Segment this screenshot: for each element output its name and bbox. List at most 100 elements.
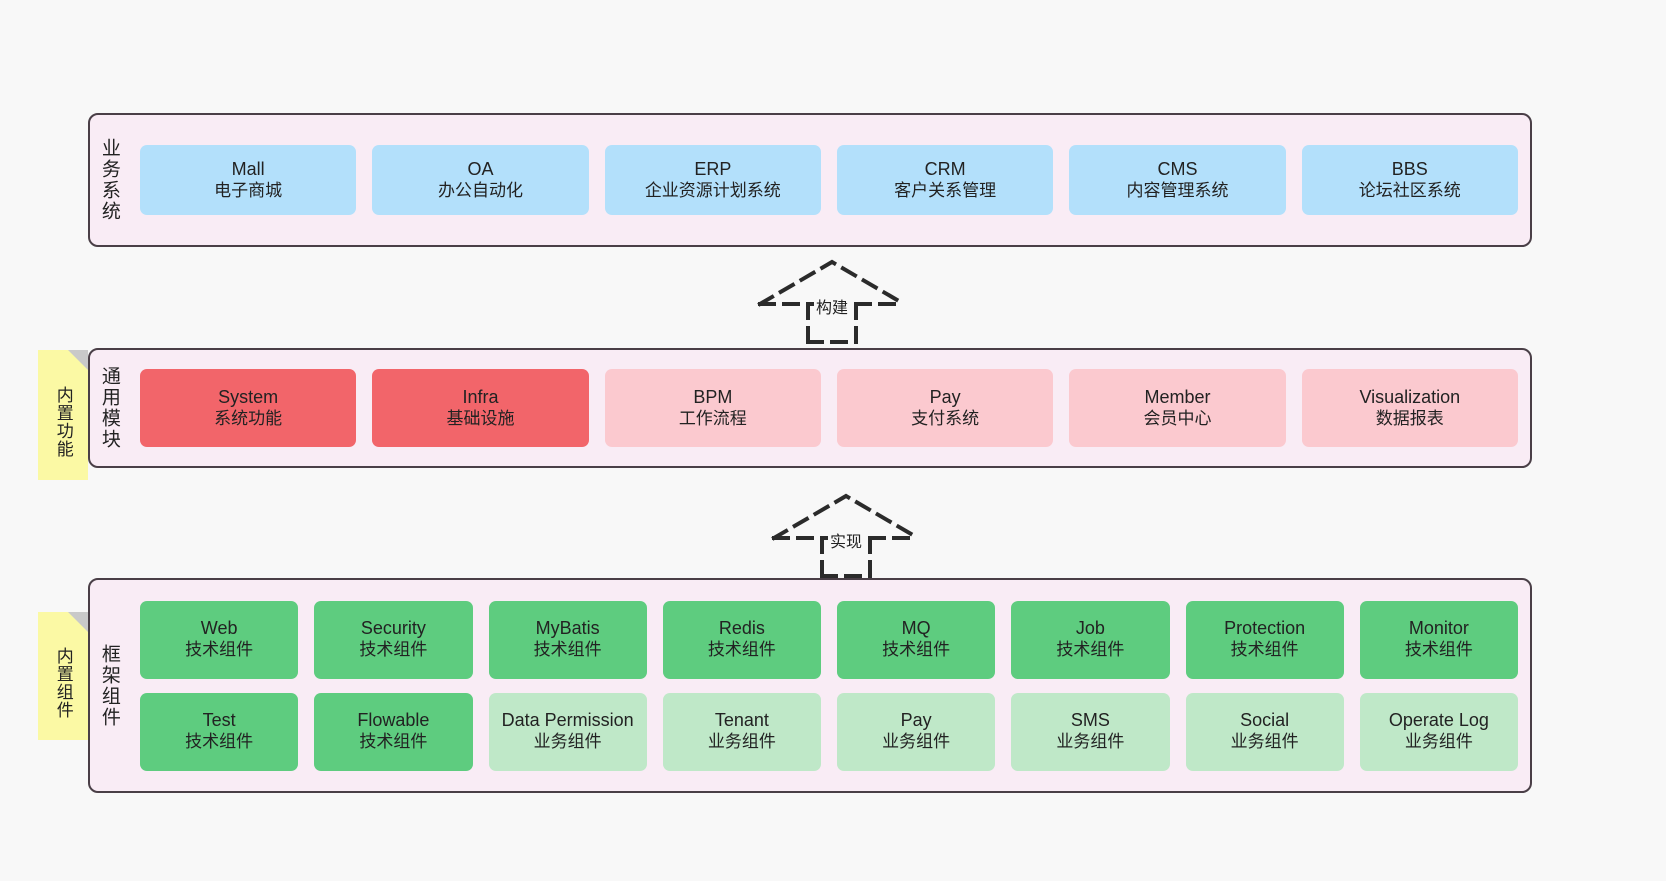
node-subtitle: 论坛社区系统 <box>1358 180 1461 200</box>
node-redis[interactable]: Redis 技术组件 <box>662 600 821 679</box>
node-subtitle: 业务组件 <box>707 732 776 752</box>
node-subtitle: 系统功能 <box>214 408 283 428</box>
node-subtitle: 技术组件 <box>1230 640 1299 660</box>
framework-tech-row: Web 技术组件 Security 技术组件 MyBatis 技术组件 Redi… <box>140 600 1518 679</box>
node-subtitle: 业务组件 <box>882 732 951 752</box>
node-cms[interactable]: CMS 内容管理系统 <box>1069 145 1286 215</box>
arrow-implement: 实现 <box>766 490 926 578</box>
node-title: Flowable <box>357 710 430 731</box>
node-title: Mall <box>231 158 265 179</box>
node-subtitle: 工作流程 <box>678 408 747 428</box>
arrow-build-label: 构建 <box>814 294 851 318</box>
sticky-note-builtin-components: 内置组件 <box>38 612 88 740</box>
node-subtitle: 业务组件 <box>1056 732 1125 752</box>
node-bpm[interactable]: BPM 工作流程 <box>604 369 821 447</box>
node-title: ERP <box>694 158 732 179</box>
node-mall[interactable]: Mall 电子商城 <box>140 145 357 215</box>
node-title: Social <box>1240 710 1290 731</box>
node-test[interactable]: Test 技术组件 <box>140 692 299 771</box>
node-title: Member <box>1144 386 1211 407</box>
framework-biz-row: Test 技术组件 Flowable 技术组件 Data Permission … <box>140 692 1518 771</box>
arrow-implement-label: 实现 <box>828 528 865 552</box>
sticky-note-text: 内置功能 <box>53 386 73 458</box>
node-title: Data Permission <box>501 710 634 731</box>
node-subtitle: 业务组件 <box>533 732 602 752</box>
layer-framework-label: 框架组件 <box>98 643 120 728</box>
node-title: Pay <box>929 386 961 407</box>
arrow-build: 构建 <box>752 256 912 344</box>
node-erp[interactable]: ERP 企业资源计划系统 <box>604 145 821 215</box>
node-title: MQ <box>901 618 931 639</box>
layer-business-systems: 业务系统 Mall 电子商城 OA 办公自动化 ERP 企业资源计划系统 CRM… <box>88 113 1532 247</box>
node-subtitle: 技术组件 <box>359 640 428 660</box>
node-title: System <box>218 386 279 407</box>
node-subtitle: 办公自动化 <box>437 180 523 200</box>
node-flowable[interactable]: Flowable 技术组件 <box>314 692 473 771</box>
node-monitor[interactable]: Monitor 技术组件 <box>1359 600 1518 679</box>
node-pay[interactable]: Pay 支付系统 <box>836 369 1054 447</box>
node-mybatis[interactable]: MyBatis 技术组件 <box>488 600 647 679</box>
layer-framework-body: Web 技术组件 Security 技术组件 MyBatis 技术组件 Redi… <box>128 580 1530 791</box>
node-tenant[interactable]: Tenant 业务组件 <box>662 692 821 771</box>
node-member[interactable]: Member 会员中心 <box>1069 369 1286 447</box>
layer-business-body: Mall 电子商城 OA 办公自动化 ERP 企业资源计划系统 CRM 客户关系… <box>128 115 1530 245</box>
node-protection[interactable]: Protection 技术组件 <box>1185 600 1344 679</box>
node-sms[interactable]: SMS 业务组件 <box>1011 692 1170 771</box>
node-subtitle: 内容管理系统 <box>1126 180 1229 200</box>
node-social[interactable]: Social 业务组件 <box>1185 692 1344 771</box>
layer-business-label: 业务系统 <box>98 138 120 222</box>
node-mq[interactable]: MQ 技术组件 <box>837 600 996 679</box>
node-title: Operate Log <box>1388 710 1489 731</box>
node-subtitle: 技术组件 <box>359 732 428 752</box>
node-title: Visualization <box>1359 386 1461 407</box>
node-data-permission[interactable]: Data Permission 业务组件 <box>488 692 647 771</box>
node-subtitle: 基础设施 <box>446 408 515 428</box>
common-row: System 系统功能 Infra 基础设施 BPM 工作流程 Pay 支付系统… <box>140 369 1518 447</box>
node-subtitle: 技术组件 <box>533 640 602 660</box>
layer-common-body: System 系统功能 Infra 基础设施 BPM 工作流程 Pay 支付系统… <box>128 350 1530 466</box>
node-title: CMS <box>1157 158 1198 179</box>
node-security[interactable]: Security 技术组件 <box>314 600 473 679</box>
node-job[interactable]: Job 技术组件 <box>1011 600 1170 679</box>
node-title: CRM <box>924 158 966 179</box>
node-crm[interactable]: CRM 客户关系管理 <box>836 145 1054 215</box>
node-subtitle: 会员中心 <box>1143 408 1212 428</box>
node-title: OA <box>467 158 494 179</box>
node-subtitle: 业务组件 <box>1404 732 1473 752</box>
node-visualization[interactable]: Visualization 数据报表 <box>1301 369 1518 447</box>
node-operate-log[interactable]: Operate Log 业务组件 <box>1359 692 1518 771</box>
node-title: MyBatis <box>535 618 600 639</box>
node-pay-biz[interactable]: Pay 业务组件 <box>837 692 996 771</box>
node-subtitle: 企业资源计划系统 <box>644 180 781 200</box>
node-title: Pay <box>900 710 932 731</box>
node-title: Tenant <box>714 710 769 731</box>
node-subtitle: 数据报表 <box>1375 408 1444 428</box>
node-title: SMS <box>1070 710 1110 731</box>
node-subtitle: 技术组件 <box>1404 640 1473 660</box>
node-infra[interactable]: Infra 基础设施 <box>372 369 589 447</box>
node-title: Redis <box>718 618 765 639</box>
node-subtitle: 电子商城 <box>214 180 283 200</box>
node-title: Security <box>360 618 426 639</box>
node-title: Job <box>1075 618 1105 639</box>
layer-common-label: 通用模块 <box>98 366 120 450</box>
node-system[interactable]: System 系统功能 <box>140 369 357 447</box>
node-web[interactable]: Web 技术组件 <box>140 600 299 679</box>
node-title: Web <box>200 618 238 639</box>
node-title: Test <box>202 710 236 731</box>
node-subtitle: 技术组件 <box>707 640 776 660</box>
sticky-note-text: 内置组件 <box>53 647 73 719</box>
node-bbs[interactable]: BBS 论坛社区系统 <box>1301 145 1518 215</box>
node-title: Protection <box>1224 618 1306 639</box>
sticky-note-builtin-features: 内置功能 <box>38 350 88 480</box>
node-subtitle: 技术组件 <box>882 640 951 660</box>
node-title: Monitor <box>1408 618 1469 639</box>
node-subtitle: 技术组件 <box>1056 640 1125 660</box>
business-row: Mall 电子商城 OA 办公自动化 ERP 企业资源计划系统 CRM 客户关系… <box>140 145 1518 215</box>
node-subtitle: 客户关系管理 <box>894 180 997 200</box>
node-subtitle: 业务组件 <box>1230 732 1299 752</box>
node-subtitle: 技术组件 <box>185 640 254 660</box>
node-oa[interactable]: OA 办公自动化 <box>372 145 589 215</box>
node-title: BBS <box>1391 158 1428 179</box>
